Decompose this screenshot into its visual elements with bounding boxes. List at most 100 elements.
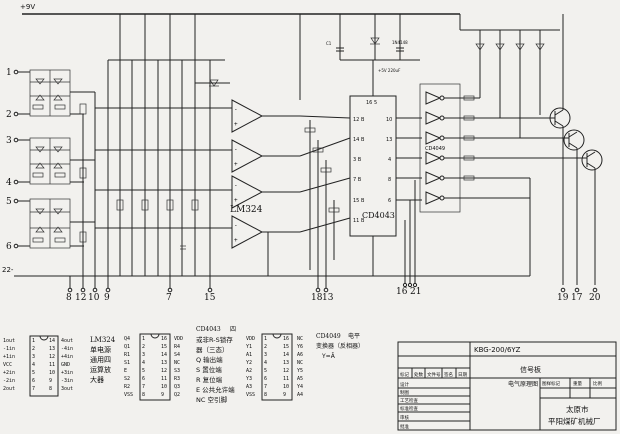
lm324-rp-4: GND [61, 362, 70, 368]
cd4043-lp-1: Q4 [124, 336, 130, 342]
lm324-rp-5: +3in [61, 370, 73, 376]
cd4043-lp-6: S2 [124, 376, 130, 382]
terminal-12-label: 12 [75, 293, 86, 303]
terminal-18-label: 18 [311, 293, 323, 303]
cd4049-label: CD4049 [425, 146, 445, 152]
lm324-label: LM324 [230, 205, 263, 215]
tb-drawing: 电气原理图 [508, 380, 538, 388]
legend-cd4043: Q4 Q1 R1 S1 E S2 R2 VSS 1 2 3 4 5 6 7 8 … [124, 326, 236, 404]
terminal-15-label: 15 [204, 293, 216, 303]
terminal-21-label: 21 [410, 287, 421, 297]
cd4049-block: CD4049 [419, 83, 480, 213]
lm324-legend-name: LM324 [90, 336, 116, 344]
lm324-ln-6: 6 [32, 378, 35, 384]
lm324-rn-6: 9 [49, 378, 52, 384]
title-block: KBG-200/6YZ 信号板 电气原理图 标记 处数 文件号 签名 日期 设计… [397, 341, 617, 431]
cap-c1-label: C1 [326, 41, 332, 46]
lm324-ln-4: 4 [32, 362, 35, 368]
cd4049-lp-3: A1 [246, 352, 252, 358]
lm324-desc-4: 大器 [90, 375, 104, 384]
tb-right-head-3: 比例 [593, 380, 602, 387]
cd4049-rn-6: 11 [283, 376, 289, 382]
cd4049-rp-8: A4 [297, 392, 303, 398]
lm324-rn-3: 12 [49, 354, 55, 360]
bus-lines [95, 14, 230, 276]
lm324-rn-7: 8 [49, 386, 52, 392]
supply-rails: +9V 22- [2, 3, 461, 277]
svg-text:+: + [234, 197, 238, 204]
cd4043-pin-top: 16 5 [366, 100, 377, 106]
tb-row-1: 设计 [400, 381, 409, 388]
cd4043-rn-1: 16 [161, 336, 167, 342]
cd4049-lp-1: VDD [246, 336, 255, 342]
cd4043-pin-8: 8 [388, 177, 391, 183]
svg-text:-: - [234, 146, 238, 153]
lm324-ln-7: 7 [32, 386, 35, 392]
cd4043-lp-5: E [124, 368, 127, 374]
cd4043-pin-15: 15 B [353, 198, 365, 204]
legend-lm324: 1out -1in +1in VCC +2in -2in 2out 1 2 3 … [3, 335, 116, 397]
terminal-16-label: 16 [396, 287, 408, 297]
cd4043-ln-7: 7 [142, 384, 145, 390]
cd4049-lp-8: VSS [246, 392, 255, 398]
cd4049-lp-5: A2 [246, 368, 252, 374]
cd4043-rn-6: 11 [161, 376, 167, 382]
terminal-13-label: 13 [322, 293, 334, 303]
cd4049-rn-1: 16 [283, 336, 289, 342]
cd4049-legend-name: CD4049 [316, 333, 341, 340]
lm324-lp-6: -2in [3, 378, 15, 384]
lm324-desc-3: 运算放 [90, 365, 111, 374]
terminal-3-label: 3 [6, 136, 12, 146]
terminal-1-label: 1 [6, 68, 12, 78]
cd4043-pin-13: 13 [386, 137, 392, 143]
cd4049-rp-5: Y5 [297, 368, 303, 374]
tb-right-head-1: 图样标记 [542, 380, 560, 387]
cd4043-ln-4: 4 [142, 360, 145, 366]
cd4049-rn-8: 9 [283, 392, 286, 398]
lm324-rn-5: 10 [49, 370, 55, 376]
cd4049-rp-6: A5 [297, 376, 303, 382]
cd4043-ln-5: 5 [142, 368, 145, 374]
cd4043-rp-4: NC [174, 360, 180, 366]
cd4043-rn-2: 15 [161, 344, 167, 350]
cd4049-rn-4: 13 [283, 360, 289, 366]
cd4049-lp-2: Y1 [246, 344, 252, 350]
tb-name: 信号板 [520, 365, 541, 374]
lm324-rn-4: 11 [49, 362, 55, 368]
lm324-lp-2: -1in [3, 346, 15, 352]
tb-row-5: 审核 [400, 414, 409, 421]
cd4043-pin-4: 4 [388, 157, 391, 163]
lm324-rp-6: -3in [61, 378, 73, 384]
cd4049-rp-4: NC [297, 360, 303, 366]
svg-text:-: - [234, 106, 238, 113]
cd4043-pin-7: 7 B [353, 177, 362, 183]
lm324-rp-2: -4in [61, 346, 73, 352]
cd4043-desc-4: S 置位端 [196, 365, 222, 374]
legend-cd4049: VDD Y1 A1 Y2 A2 Y3 A3 VSS 1 2 3 4 5 6 7 … [246, 332, 364, 401]
terminal-5-label: 5 [6, 197, 12, 207]
lm324-lp-4: VCC [3, 362, 12, 368]
svg-text:-: - [234, 182, 238, 189]
cd4043-rp-5: S3 [174, 368, 180, 374]
cd4043-rp-3: S4 [174, 352, 180, 358]
cd4049-legend-title3: 变换器（反相器） [316, 342, 364, 350]
svg-text:+: + [234, 121, 238, 128]
terminal-9-label: 9 [104, 293, 110, 303]
svg-text:+: + [234, 237, 238, 244]
cd4043-legend-suffix: 四 [230, 326, 236, 333]
cd4043-ln-1: 1 [142, 336, 145, 342]
cd4043-pin-6: 6 [388, 198, 391, 204]
tb-code: KBG-200/6YZ [474, 346, 521, 354]
terminal-6-label: 6 [6, 242, 12, 252]
tb-row-3: 工艺检查 [400, 397, 418, 404]
svg-text:+: + [234, 161, 238, 168]
cd4043-rn-3: 14 [161, 352, 167, 358]
cd4043-pin-11: 11 B [353, 218, 365, 224]
cd4043-lp-3: R1 [124, 352, 130, 358]
lm324-ln-2: 2 [32, 346, 35, 352]
tb-cell-3: 文件号 [427, 371, 441, 378]
terminal-17-label: 17 [571, 293, 583, 303]
cd4043-desc-2: 器（三态） [196, 345, 229, 354]
terminal-2-label: 2 [6, 110, 12, 120]
lm324-lp-3: +1in [3, 354, 15, 360]
